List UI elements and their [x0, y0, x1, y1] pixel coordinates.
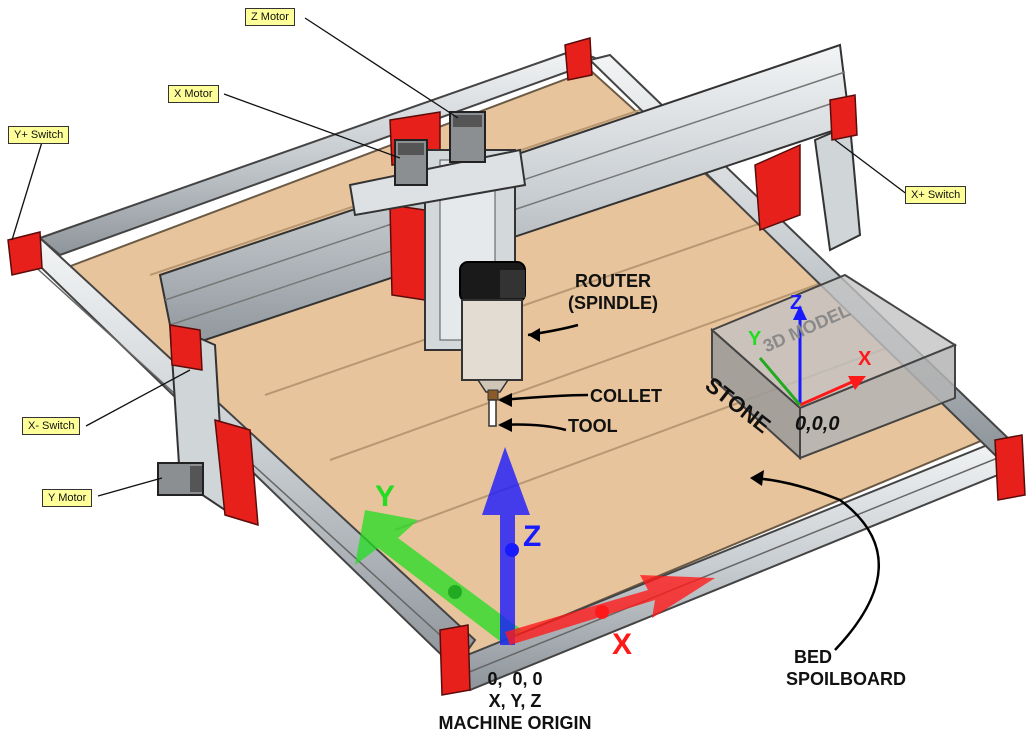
x-motor-callout: X Motor — [168, 85, 219, 103]
stone-axes — [758, 305, 866, 407]
y-axis-arrow — [355, 510, 522, 645]
router-label-line2: (SPINDLE) — [568, 293, 658, 313]
y-motor-callout: Y Motor — [42, 489, 93, 507]
y-motor — [157, 462, 204, 496]
z-motor-callout: Z Motor — [245, 8, 295, 26]
tool — [488, 399, 497, 427]
bed-spoilboard-label: BED SPOILBOARD — [786, 646, 906, 690]
z-axis-arrow — [482, 447, 530, 645]
router-label-line1: ROUTER — [575, 271, 651, 291]
x-axis-arrow — [505, 575, 715, 645]
router-spindle — [459, 261, 526, 393]
origin-coords: 0, 0, 0 — [487, 669, 543, 689]
red-brackets — [7, 37, 1026, 696]
origin-axes: X, Y, Z — [488, 691, 542, 711]
text-leader-heads — [498, 328, 764, 486]
x-motor — [394, 139, 428, 186]
collet-label: COLLET — [590, 386, 662, 406]
machine-origin-block: 0, 0, 0 X, Y, Z MACHINE ORIGIN — [420, 668, 610, 734]
stone-origin-label: 0,0,0 — [795, 413, 840, 435]
router-label: ROUTER (SPINDLE) — [568, 270, 658, 314]
collet — [487, 389, 499, 401]
y-plus-switch-callout: Y+ Switch — [8, 126, 70, 144]
x-minus-switch-callout: X- Switch — [22, 417, 81, 435]
tool-label: TOOL — [568, 416, 618, 436]
x-plus-switch-callout: X+ Switch — [905, 186, 967, 204]
leader-lines — [11, 17, 909, 497]
bed-label-line1: BED — [794, 647, 833, 667]
origin-title: MACHINE ORIGIN — [438, 713, 592, 733]
y-axis-label: Y — [375, 480, 396, 513]
x-axis-label: X — [612, 628, 633, 661]
z-motor — [449, 111, 486, 163]
z-axis-label: Z — [523, 520, 542, 553]
stone-x-label: X — [858, 348, 872, 370]
gantry-right-plate — [813, 123, 862, 252]
machine-axes — [355, 447, 715, 645]
stone-y-label: Y — [748, 328, 762, 350]
bed-label-line2: SPOILBOARD — [786, 669, 907, 689]
stone-z-label: Z — [790, 292, 803, 314]
